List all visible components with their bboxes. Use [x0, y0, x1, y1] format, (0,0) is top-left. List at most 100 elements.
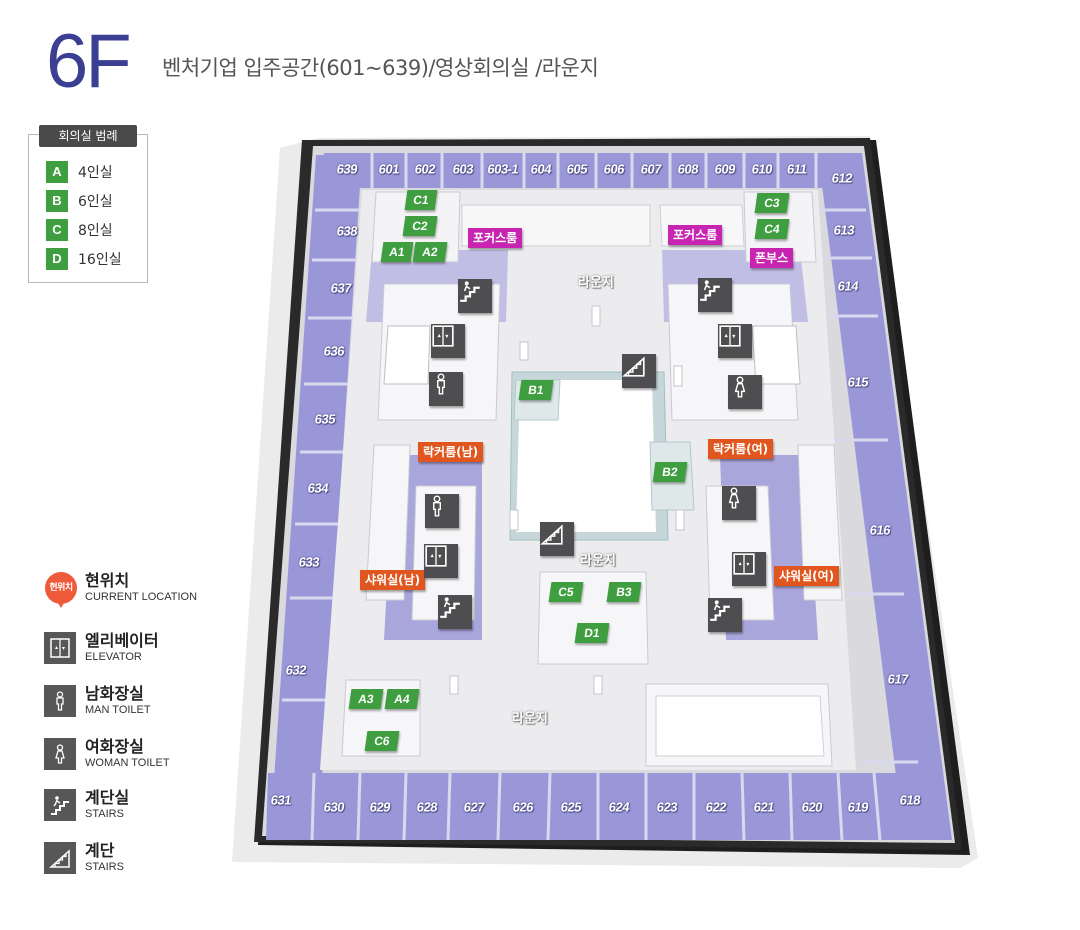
meeting-room-a1[interactable]: A1 [380, 242, 414, 262]
room-637[interactable]: 637 [329, 280, 353, 296]
legend-code: C [46, 219, 68, 241]
legend-ko: 현위치 [85, 571, 130, 590]
legend-en: WOMAN TOILET [85, 757, 170, 769]
shower-room-men[interactable]: 샤워실(남) [360, 570, 426, 590]
room-601[interactable]: 601 [377, 161, 401, 177]
room-602[interactable]: 602 [413, 161, 437, 177]
room-630[interactable]: 630 [322, 799, 346, 815]
room-604[interactable]: 604 [529, 161, 553, 177]
room-629[interactable]: 629 [368, 799, 392, 815]
legend-item-d: D 16인실 [46, 248, 122, 270]
legend-label: 4인실 [78, 165, 113, 181]
elevator-icon [431, 324, 465, 358]
room-619[interactable]: 619 [846, 799, 870, 815]
meeting-legend-title: 회의실 범례 [39, 125, 137, 147]
meeting-room-b3[interactable]: B3 [606, 582, 642, 602]
legend-en: MAN TOILET [85, 704, 151, 716]
meeting-room-c5[interactable]: C5 [548, 582, 584, 602]
legend-label: 8인실 [78, 223, 113, 239]
room-615[interactable]: 615 [846, 374, 870, 390]
room-626[interactable]: 626 [511, 799, 535, 815]
floor-number: 6F [46, 19, 132, 104]
room-627[interactable]: 627 [462, 799, 486, 815]
room-618[interactable]: 618 [898, 792, 922, 808]
legend-code: B [46, 190, 68, 212]
meeting-room-d1[interactable]: D1 [574, 623, 610, 643]
lounge-bottom-label: 라운지 [512, 711, 548, 727]
legend-item-b: B 6인실 [46, 190, 113, 212]
meeting-room-a2[interactable]: A2 [412, 242, 448, 262]
legend-en: STAIRS [85, 808, 124, 820]
room-633[interactable]: 633 [297, 554, 321, 570]
room-631[interactable]: 631 [269, 792, 293, 808]
legend-stairs-room: 계단실 STAIRS [44, 789, 129, 821]
legend-ko: 계단실 [85, 788, 130, 807]
elevator-icon [718, 324, 752, 358]
room-625[interactable]: 625 [559, 799, 583, 815]
focus-room-left[interactable]: 포커스룸 [468, 228, 523, 248]
phone-booth[interactable]: 폰부스 [750, 248, 794, 268]
stairs-room-icon [44, 789, 76, 821]
meeting-room-a4[interactable]: A4 [384, 689, 420, 709]
room-623[interactable]: 623 [655, 799, 679, 815]
woman-toilet-icon [728, 375, 762, 409]
meeting-room-legend: 회의실 범례 A 4인실 B 6인실 C 8인실 D 16인실 [28, 125, 148, 283]
meeting-room-a3[interactable]: A3 [348, 689, 384, 709]
room-605[interactable]: 605 [565, 161, 589, 177]
room-607[interactable]: 607 [639, 161, 663, 177]
stairs-room-icon [698, 278, 732, 312]
room-603-1[interactable]: 603-1 [486, 161, 520, 177]
meeting-room-b1[interactable]: B1 [518, 380, 554, 400]
room-620[interactable]: 620 [800, 799, 824, 815]
room-634[interactable]: 634 [306, 480, 330, 496]
room-613[interactable]: 613 [832, 222, 856, 238]
woman-toilet-icon [722, 486, 756, 520]
room-612[interactable]: 612 [830, 170, 854, 186]
legend-code: D [46, 248, 68, 270]
legend-elevator: 엘리베이터 ELEVATOR [44, 632, 159, 664]
legend-ko: 엘리베이터 [85, 631, 159, 650]
room-622[interactable]: 622 [704, 799, 728, 815]
focus-room-right[interactable]: 포커스룸 [668, 225, 723, 245]
stairs-icon [622, 354, 656, 388]
room-608[interactable]: 608 [676, 161, 700, 177]
room-621[interactable]: 621 [752, 799, 776, 815]
legend-code: A [46, 161, 68, 183]
room-624[interactable]: 624 [607, 799, 631, 815]
meeting-room-c4[interactable]: C4 [754, 219, 790, 239]
meeting-room-c6[interactable]: C6 [364, 731, 400, 751]
legend-woman-toilet: 여화장실 WOMAN TOILET [44, 738, 170, 770]
woman-toilet-icon [44, 738, 76, 770]
location-pin-icon: 현위치 [44, 572, 78, 612]
meeting-room-c1[interactable]: C1 [404, 190, 438, 210]
legend-current-location: 현위치 현위치 CURRENT LOCATION [44, 572, 197, 612]
man-toilet-icon [44, 685, 76, 717]
elevator-icon [732, 552, 766, 586]
room-639[interactable]: 639 [335, 161, 359, 177]
legend-en: CURRENT LOCATION [85, 591, 198, 603]
room-606[interactable]: 606 [602, 161, 626, 177]
room-617[interactable]: 617 [886, 671, 910, 687]
locker-room-women[interactable]: 락커룸(여) [708, 439, 774, 459]
meeting-room-c3[interactable]: C3 [754, 193, 790, 213]
stairs-icon [44, 842, 76, 874]
locker-room-men[interactable]: 락커룸(남) [418, 442, 484, 462]
meeting-room-b2[interactable]: B2 [652, 462, 688, 482]
room-610[interactable]: 610 [750, 161, 774, 177]
room-638[interactable]: 638 [335, 223, 359, 239]
room-632[interactable]: 632 [284, 662, 308, 678]
meeting-room-c2[interactable]: C2 [402, 216, 438, 236]
room-628[interactable]: 628 [415, 799, 439, 815]
room-609[interactable]: 609 [713, 161, 737, 177]
elevator-icon [424, 544, 458, 578]
room-616[interactable]: 616 [868, 522, 892, 538]
room-614[interactable]: 614 [836, 278, 860, 294]
room-611[interactable]: 611 [786, 161, 808, 177]
legend-ko: 여화장실 [85, 737, 144, 756]
shower-room-women[interactable]: 샤워실(여) [774, 566, 840, 586]
room-636[interactable]: 636 [322, 343, 346, 359]
room-635[interactable]: 635 [313, 411, 337, 427]
man-toilet-icon [425, 494, 459, 528]
room-603[interactable]: 603 [451, 161, 475, 177]
